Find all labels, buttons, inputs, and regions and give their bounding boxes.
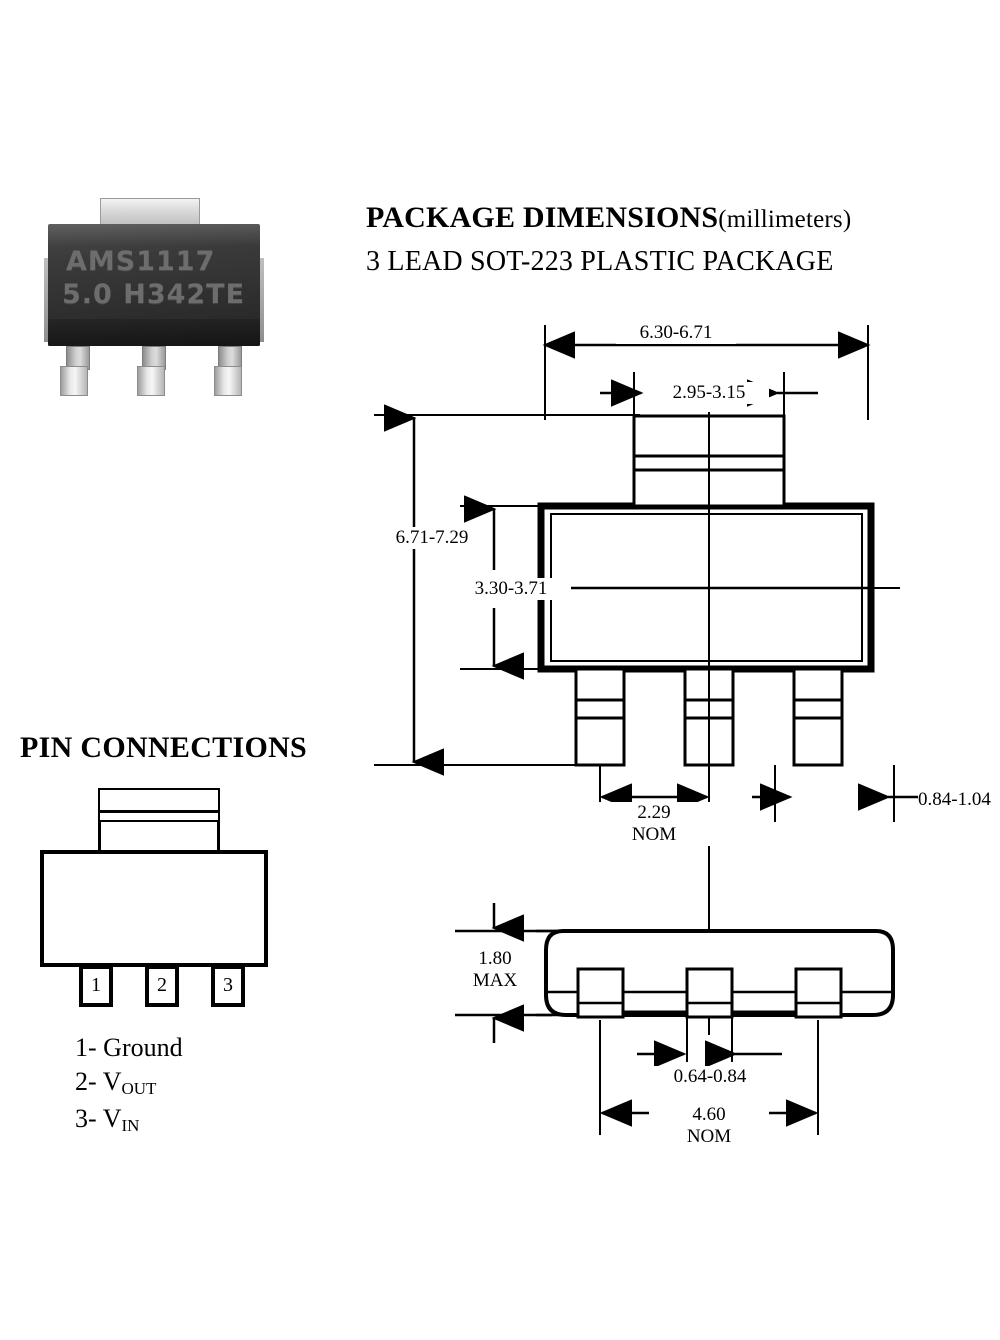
pin-connections-list: 1- Ground 2- VOUT 3- VIN: [75, 1031, 183, 1139]
pin-list-item-2-subscript: OUT: [121, 1079, 157, 1098]
pin-list-item-3-name: V: [102, 1104, 122, 1133]
pin-diagram-tab-neck-right: [217, 821, 220, 853]
dim-label-side-lead-width: 0.64-0.84: [650, 1066, 770, 1088]
dim-label-side-span: 4.60 NOM: [649, 1104, 769, 1148]
pin-diagram-tab-line: [98, 810, 220, 813]
page-title-units: (millimeters): [718, 206, 852, 233]
pin-connection-diagram: 1 2 3: [34, 788, 284, 1013]
pin-list-item-3: 3- VIN: [75, 1102, 183, 1139]
pin-list-item-1-number: 1-: [75, 1033, 97, 1062]
dim-label-side-span-note: NOM: [686, 1126, 732, 1147]
top-view: [537, 414, 875, 767]
package-photo: AMS1117 5.0 H342TE: [38, 198, 270, 416]
pin-diagram-body: [40, 850, 268, 967]
dimension-lead-pitch: [599, 765, 793, 822]
pin-list-item-2: 2- VOUT: [75, 1065, 183, 1102]
pin-connections-title: PIN CONNECTIONS: [20, 731, 308, 764]
page-subtitle: 3 LEAD SOT-223 PLASTIC PACKAGE: [366, 246, 834, 277]
dim-label-lead-pitch-value: 2.29: [637, 802, 671, 823]
side-view: [536, 929, 895, 1019]
dimension-tab-width: [600, 372, 818, 420]
dim-label-body-height: 3.30-3.71: [451, 578, 571, 600]
dim-label-tab-width: 2.95-3.15: [649, 382, 769, 404]
pin-diagram-pin-2: [145, 965, 179, 1007]
dimension-body-height: [460, 495, 545, 680]
package-photo-lead-2: [137, 366, 165, 396]
package-photo-marking-line1: AMS1117: [66, 246, 216, 277]
dim-label-thickness: 1.80 MAX: [455, 948, 535, 992]
side-view-lead-1: [576, 967, 625, 1019]
pin-list-item-2-name: V: [102, 1067, 122, 1096]
dim-label-lead-pitch: 2.29 NOM: [594, 802, 714, 846]
pin-list-item-1-name: Ground: [103, 1033, 183, 1062]
pin-diagram-pin-1-label: 1: [91, 974, 101, 996]
dim-label-thickness-value: 1.80: [478, 948, 512, 969]
pin-list-item-2-number: 2-: [75, 1067, 97, 1096]
dim-label-side-span-value: 4.60: [692, 1104, 726, 1125]
side-view-lead-3: [794, 967, 843, 1019]
pin-diagram-pin-3: [211, 965, 245, 1007]
pin-diagram-tab: [98, 788, 220, 822]
dim-label-overall-width: 6.30-6.71: [616, 322, 736, 344]
package-photo-body: AMS1117 5.0 H342TE: [48, 224, 260, 346]
pin-list-item-3-number: 3-: [75, 1104, 97, 1133]
dim-label-lead-width: 0.84-1.04: [918, 789, 1000, 811]
pin-list-item-1: 1- Ground: [75, 1031, 183, 1065]
package-photo-lead-3: [214, 366, 242, 396]
dim-label-thickness-note: MAX: [472, 970, 518, 991]
dimension-overall-width: [542, 325, 871, 420]
pin-diagram-pin-1: [79, 965, 113, 1007]
package-photo-body-shadow: [48, 319, 260, 346]
page-title-text: PACKAGE DIMENSIONS: [366, 201, 719, 234]
package-photo-body-highlight: [48, 224, 260, 246]
dim-label-lead-pitch-note: NOM: [631, 824, 677, 845]
package-photo-marking-line2: 5.0 H342TE: [62, 279, 246, 310]
dimension-overall-height: [374, 404, 640, 776]
dimension-side-lead-width: [637, 1017, 782, 1068]
dim-label-overall-height: 6.71-7.29: [372, 527, 492, 549]
pin-diagram-pin-3-label: 3: [223, 974, 233, 996]
pin-diagram-pin-2-label: 2: [157, 974, 167, 996]
page-title: PACKAGE DIMENSIONS(millimeters): [366, 201, 851, 235]
package-photo-lead-1: [60, 366, 88, 396]
pin-list-item-3-subscript: IN: [121, 1116, 140, 1135]
pin-diagram-tab-neck-left: [98, 821, 101, 853]
side-view-lead-2: [685, 967, 734, 1019]
dimension-thickness: [455, 903, 560, 1043]
